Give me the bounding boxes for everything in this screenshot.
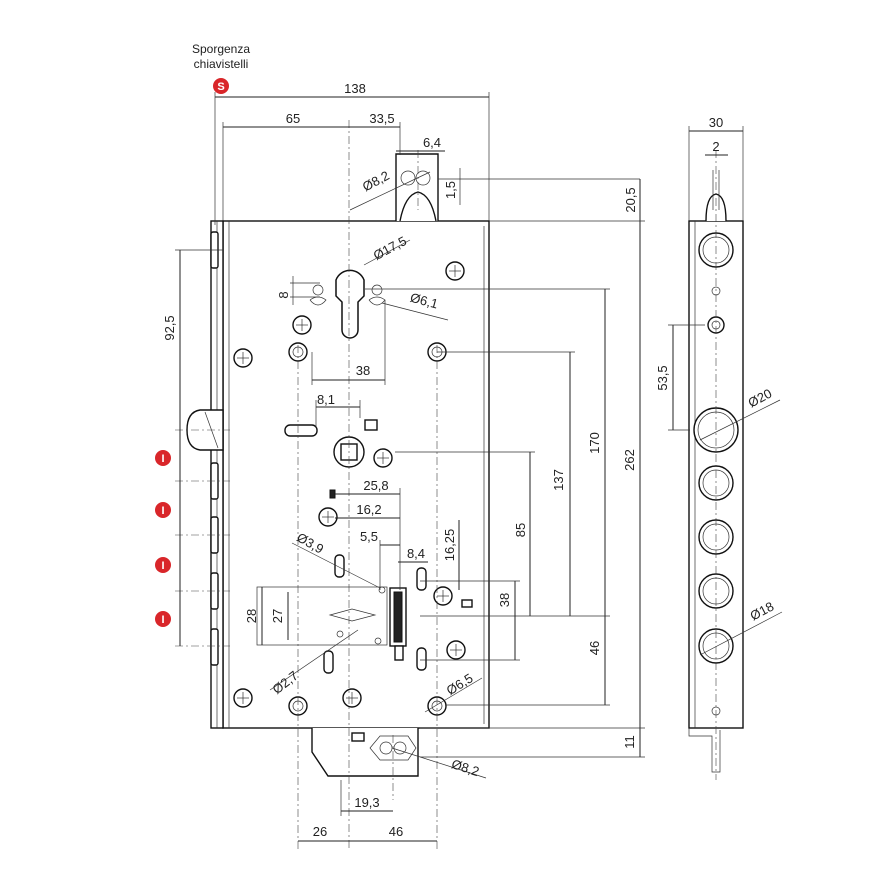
side-badge-3: I bbox=[155, 557, 171, 573]
bottom-bolt-cutout bbox=[369, 735, 417, 761]
side-bottom-bolt bbox=[688, 728, 721, 773]
dim-27: 27 bbox=[270, 609, 285, 623]
screw-7 bbox=[446, 640, 466, 660]
side-badge-2-label: I bbox=[161, 505, 164, 517]
dim-46-h: 46 bbox=[389, 824, 403, 839]
badge-s: S bbox=[213, 78, 229, 94]
dim-8: 8 bbox=[276, 291, 291, 298]
lock-front-view bbox=[186, 153, 490, 777]
lever bbox=[328, 608, 377, 622]
screw-6 bbox=[433, 586, 453, 606]
slot-3 bbox=[323, 650, 334, 674]
header-line-2: chiavistelli bbox=[194, 57, 249, 71]
dim-262: 262 bbox=[622, 449, 637, 471]
side-badge-1: I bbox=[155, 450, 171, 466]
cylinder-pin-left bbox=[312, 284, 324, 296]
bottom-bolt-hole-b bbox=[393, 741, 407, 755]
dim-28: 28 bbox=[244, 609, 259, 623]
screw-2 bbox=[292, 315, 312, 335]
side-badge-3-label: I bbox=[161, 560, 164, 572]
pivot-1 bbox=[336, 630, 344, 638]
marker-1 bbox=[329, 489, 336, 499]
dim-170: 170 bbox=[587, 432, 602, 454]
dim-137: 137 bbox=[551, 469, 566, 491]
dim-20-5: 20,5 bbox=[623, 187, 638, 212]
dim-dia-8-2-bottom: Ø8,2 bbox=[450, 756, 481, 779]
top-bolt-hole-a bbox=[400, 170, 416, 186]
cylinder-pin-right bbox=[371, 284, 383, 296]
badge-s-label: S bbox=[217, 81, 224, 93]
dim-6-4: 6,4 bbox=[423, 135, 441, 150]
side-badge-1-label: I bbox=[161, 453, 164, 465]
screw-4 bbox=[373, 448, 393, 468]
dim-16-25: 16,25 bbox=[442, 529, 457, 562]
bottom-bolt-body bbox=[311, 728, 419, 777]
screw-5 bbox=[318, 507, 338, 527]
bottom-bolt-tab bbox=[351, 732, 365, 742]
dim-8-1: 8,1 bbox=[317, 392, 335, 407]
dim-dia-8-2-top: Ø8,2 bbox=[360, 168, 392, 194]
dim-138: 138 bbox=[344, 81, 366, 96]
dim-side-30: 30 bbox=[709, 115, 723, 130]
dim-16-2: 16,2 bbox=[356, 502, 381, 517]
screw-1 bbox=[445, 261, 465, 281]
dim-8-4: 8,4 bbox=[407, 546, 425, 561]
slot-2 bbox=[416, 567, 427, 591]
top-bolt-hole-b bbox=[415, 170, 431, 186]
dim-38-v: 38 bbox=[497, 593, 512, 607]
dim-25-8: 25,8 bbox=[363, 478, 388, 493]
dim-65: 65 bbox=[286, 111, 300, 126]
badge-s-circle bbox=[213, 78, 229, 94]
marker-2 bbox=[461, 599, 473, 608]
dim-side-dia-18: Ø18 bbox=[748, 599, 777, 624]
dim-11: 11 bbox=[622, 735, 637, 749]
center-lines bbox=[175, 120, 438, 850]
lock-side-view bbox=[668, 126, 783, 780]
latch-indicator bbox=[364, 419, 378, 431]
dimension-lines bbox=[175, 92, 645, 842]
dim-46-v: 46 bbox=[587, 641, 602, 655]
dim-1-5: 1,5 bbox=[443, 181, 458, 199]
bolt-5 bbox=[210, 628, 219, 666]
dim-33-5: 33,5 bbox=[369, 111, 394, 126]
bracket-frame bbox=[256, 586, 388, 646]
dim-5-5: 5,5 bbox=[360, 529, 378, 544]
slot-4 bbox=[416, 647, 427, 671]
screw-8 bbox=[233, 688, 253, 708]
side-badge-4-label: I bbox=[161, 614, 164, 626]
dim-side-2: 2 bbox=[712, 139, 719, 154]
dim-85: 85 bbox=[513, 523, 528, 537]
side-badge-2: I bbox=[155, 502, 171, 518]
dim-dia-6-1: Ø6,1 bbox=[409, 290, 440, 312]
gear-rack-teeth bbox=[393, 591, 403, 643]
slot-1 bbox=[334, 554, 345, 578]
dim-38-h: 38 bbox=[356, 363, 370, 378]
side-badge-4: I bbox=[155, 611, 171, 627]
latch-slot bbox=[284, 424, 318, 437]
gear-rack-end bbox=[394, 645, 404, 661]
lock-case bbox=[222, 220, 490, 729]
dim-side-dia-20: Ø20 bbox=[746, 386, 775, 411]
header-line-1: Sporgenza bbox=[192, 42, 250, 56]
top-bolt-arch bbox=[399, 191, 437, 222]
screw-slot-left bbox=[309, 296, 327, 306]
pivot-2 bbox=[374, 637, 382, 645]
dim-19-3: 19,3 bbox=[354, 795, 379, 810]
cylinder-cutout bbox=[335, 269, 365, 339]
side-bolt-3 bbox=[698, 573, 734, 609]
screw-9 bbox=[342, 688, 362, 708]
dim-26: 26 bbox=[313, 824, 327, 839]
dim-92-5: 92,5 bbox=[162, 315, 177, 340]
dim-side-53-5: 53,5 bbox=[655, 365, 670, 390]
screw-3 bbox=[233, 348, 253, 368]
